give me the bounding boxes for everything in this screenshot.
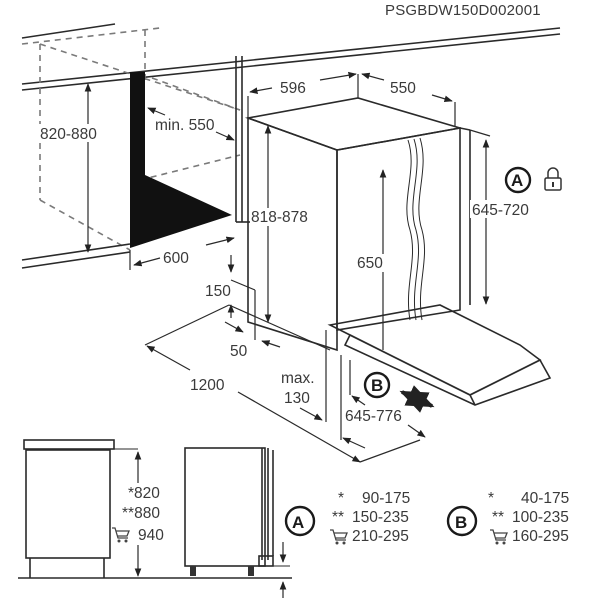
document-code: PSGBDW150D002001 [385, 2, 541, 19]
side-view-appliance [184, 447, 290, 576]
cart-icon [489, 529, 508, 546]
marker-B-door: B [363, 371, 391, 399]
svg-text:**: ** [332, 509, 344, 526]
svg-text:160-295: 160-295 [512, 528, 569, 545]
door-swing-label: 1200 [190, 377, 225, 394]
niche-min-depth-label: min. 550 [155, 117, 215, 134]
svg-text:B: B [455, 513, 467, 532]
svg-text:150-235: 150-235 [352, 509, 409, 526]
side-height-cart: 940 [138, 527, 164, 544]
svg-text:*: * [338, 490, 344, 507]
max-value-label: 130 [284, 390, 310, 407]
legend-B: B * 40-175 ** 100-235 160-295 [446, 490, 569, 546]
niche-height-label: 820-880 [40, 126, 97, 143]
marker-A-top: A [504, 166, 532, 194]
lock-icon [544, 167, 562, 191]
svg-text:*: * [488, 490, 494, 507]
svg-text:B: B [371, 376, 383, 395]
max-label: max. [281, 370, 315, 387]
door-height-label: 650 [357, 255, 383, 272]
niche-width-label: 600 [163, 250, 189, 267]
double-arrow-icon [399, 385, 435, 413]
side-height-double-star: **880 [122, 505, 160, 522]
svg-text:A: A [511, 171, 523, 190]
appliance-width-label: 596 [280, 80, 306, 97]
appliance-drawing [244, 97, 552, 406]
plinth-height-label: 150 [205, 283, 231, 300]
svg-text:210-295: 210-295 [352, 528, 409, 545]
svg-text:90-175: 90-175 [362, 490, 410, 507]
side-height-star: *820 [128, 485, 160, 502]
svg-text:A: A [292, 513, 304, 532]
appliance-depth-label: 550 [390, 80, 416, 97]
svg-text:**: ** [492, 509, 504, 526]
cart-icon [329, 529, 348, 546]
adjust-B-range-label: 645-776 [345, 408, 402, 425]
svg-text:100-235: 100-235 [512, 509, 569, 526]
niche-drawing [21, 23, 561, 269]
svg-text:40-175: 40-175 [521, 490, 569, 507]
side-view-worktop [23, 439, 138, 578]
appliance-height-label: 818-878 [251, 209, 308, 226]
plinth-depth-label: 50 [230, 343, 248, 360]
adjust-A-range-label: 645-720 [472, 202, 529, 219]
legend-A: A * 90-175 ** 150-235 210-295 [284, 490, 410, 546]
